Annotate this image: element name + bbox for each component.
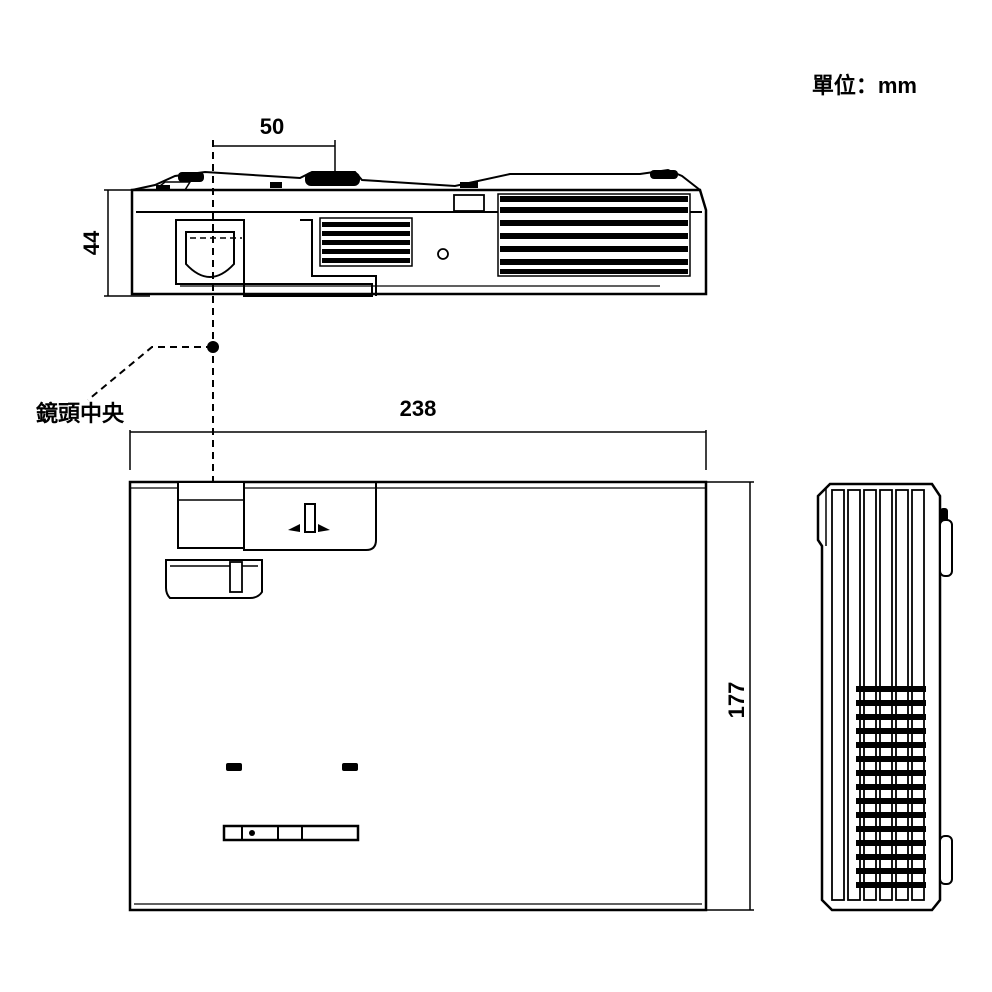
unit-label: 單位：mm <box>812 73 917 98</box>
height-dimension: 44 <box>79 189 150 297</box>
side-vent <box>856 686 926 888</box>
front-right-vent <box>497 193 691 277</box>
top-view <box>128 480 708 912</box>
lens-center-label: 鏡頭中央 <box>36 401 125 426</box>
lens-offset-dimension: 50 <box>213 114 336 172</box>
height-value: 44 <box>79 230 104 255</box>
width-dimension: 238 <box>129 396 707 470</box>
control-buttons <box>222 824 360 842</box>
width-value: 238 <box>400 396 437 421</box>
depth-value: 177 <box>724 682 749 719</box>
front-view <box>130 168 708 297</box>
front-left-vent <box>319 217 413 267</box>
lens-offset-value: 50 <box>260 114 284 139</box>
indicator-right <box>342 763 358 771</box>
indicator-left <box>226 763 242 771</box>
side-view <box>816 482 953 912</box>
depth-dimension: 177 <box>706 481 754 911</box>
